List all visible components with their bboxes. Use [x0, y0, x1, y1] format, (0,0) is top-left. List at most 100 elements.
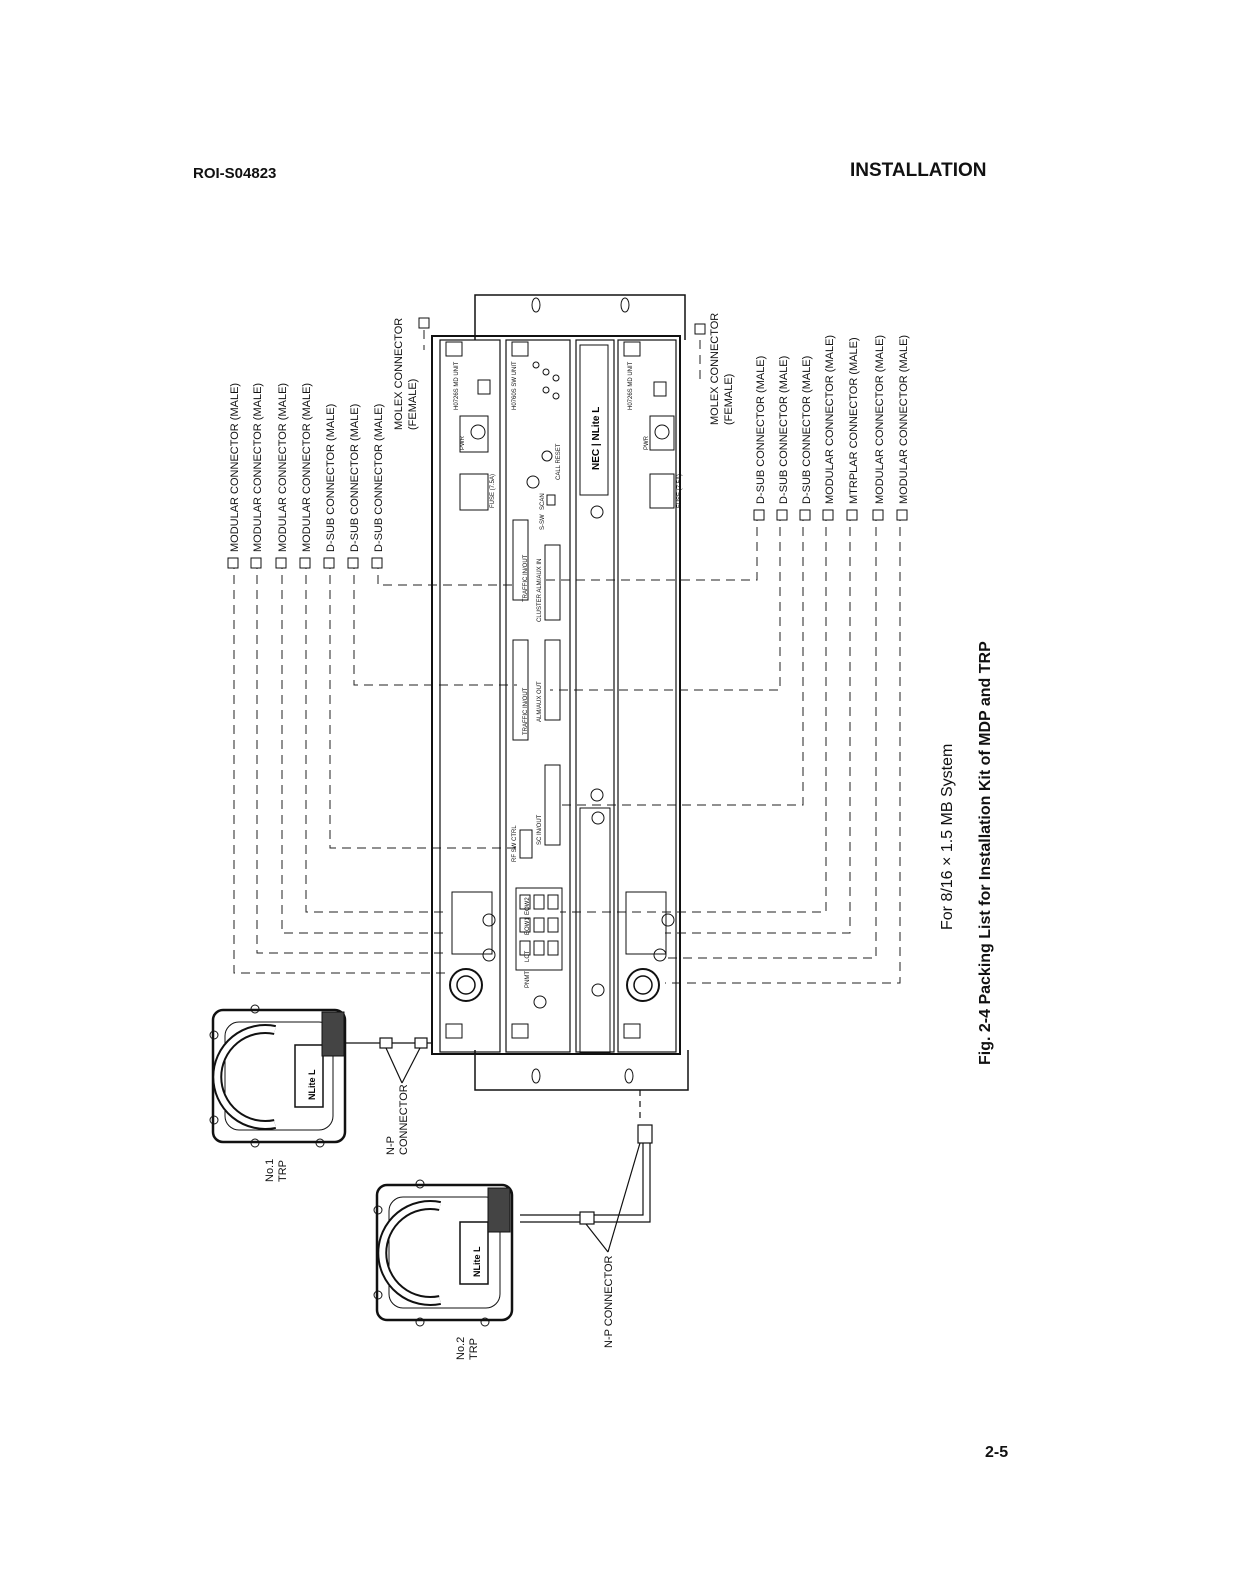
led-icon	[542, 386, 550, 394]
section-title: INSTALLATION	[850, 160, 987, 181]
trp-2-port-block	[487, 1187, 511, 1233]
dsub-connector-icon	[544, 544, 561, 621]
fuse-holder	[459, 415, 489, 453]
fuse-holder	[459, 473, 489, 511]
blank-panel	[575, 339, 615, 1053]
rj-jack-icon	[547, 917, 559, 933]
trp-1-handle-inner	[214, 1026, 276, 1128]
dsub-connector-icon	[512, 519, 529, 601]
connector-label: MODULAR CONNECTOR (MALE)	[824, 335, 836, 504]
bolt-icon	[250, 1138, 260, 1148]
connector-label: MODULAR CONNECTOR (MALE)	[229, 383, 241, 552]
connector-square-icon	[275, 557, 287, 569]
screw-icon	[591, 983, 605, 997]
leader-left-7	[377, 560, 517, 586]
left-connector-labels: MODULAR CONNECTOR (MALE) MODULAR CONNECT…	[227, 317, 430, 569]
md-unit-2-label: H0726S MD UNIT	[628, 361, 634, 410]
molex-left: MOLEX CONNECTOR (FEMALE)	[393, 318, 419, 430]
led-icon	[532, 361, 540, 369]
figure-caption: For 8/16 × 1.5 MB System Fig. 2-4 Packin…	[939, 641, 994, 1065]
chassis-labels: H0726S MD UNIT PWR FUSE (7.5A) H0760S SW…	[454, 361, 683, 988]
n-type-connector-icon	[626, 968, 660, 1002]
mount-hole	[531, 1068, 541, 1084]
trp-2-cover	[388, 1196, 501, 1309]
bolt-icon	[373, 1290, 383, 1300]
connector-square-icon	[822, 509, 834, 521]
connector-label: MODULAR CONNECTOR (MALE)	[252, 383, 264, 552]
modular-jack-block	[515, 887, 563, 971]
pwr-led-icon	[470, 424, 486, 440]
trp-1-label: No.1 TRP	[264, 1159, 289, 1182]
leader-right-6	[665, 512, 877, 959]
scan-label: SCAN	[540, 493, 546, 510]
chassis-top-flange	[474, 294, 686, 340]
left-connector-2: MODULAR CONNECTOR (MALE)	[250, 383, 264, 569]
bolt-icon	[315, 1138, 325, 1148]
pnmt-label: PNMT	[525, 971, 531, 988]
trp-1-label-line2: TRP	[277, 1160, 289, 1182]
connector-label: D-SUB CONNECTOR (MALE)	[755, 356, 767, 504]
caption-title: Fig. 2-4 Packing List for Installation K…	[977, 641, 994, 1065]
trp-2-label: No.2 TRP	[455, 1337, 480, 1360]
trp-2-unit	[373, 1179, 514, 1327]
warning-label	[625, 891, 667, 955]
md-unit-1-label: H0726S MD UNIT	[454, 361, 460, 410]
np-connector-1-line2: CONNECTOR	[398, 1084, 410, 1155]
chassis-body	[431, 335, 681, 1055]
eow1-label: EOW1	[525, 917, 531, 935]
alm-out-label: ALM/AUX OUT	[537, 681, 543, 722]
connector-square-icon	[799, 509, 811, 521]
mdp-chassis	[431, 294, 689, 1091]
dsub-connector-icon	[544, 764, 561, 846]
connector-label: MODULAR CONNECTOR (MALE)	[301, 383, 313, 552]
right-connector-4: MODULAR CONNECTOR (MALE)	[822, 335, 836, 521]
bolt-icon	[209, 1030, 219, 1040]
mount-hole	[531, 297, 541, 313]
np-connector-1b	[414, 1037, 428, 1049]
molex-left-square-icon	[418, 317, 430, 329]
leader-right-5	[665, 512, 851, 934]
connector-square-icon	[250, 557, 262, 569]
connector-square-icon	[227, 557, 239, 569]
connector-label: D-SUB CONNECTOR (MALE)	[325, 404, 337, 552]
call-reset-button-icon	[541, 450, 553, 462]
rj-jack-icon	[533, 917, 545, 933]
molex-left-line1: MOLEX CONNECTOR	[393, 318, 405, 430]
leader-right-4	[560, 512, 827, 913]
rj-jack-icon	[547, 940, 559, 956]
leader-left-1	[233, 560, 445, 974]
trp-2-handle-inner	[379, 1202, 441, 1304]
left-connector-5: D-SUB CONNECTOR (MALE)	[323, 404, 337, 569]
caption-subtitle: For 8/16 × 1.5 MB System	[939, 744, 956, 930]
right-connector-3: D-SUB CONNECTOR (MALE)	[799, 356, 813, 521]
right-connector-7: MODULAR CONNECTOR (MALE)	[896, 335, 910, 521]
n-type-connector-inner	[456, 975, 476, 995]
right-connector-5: MTRPLAR CONNECTOR (MALE)	[846, 337, 860, 521]
fuse-holder	[649, 415, 675, 451]
cables	[345, 1037, 653, 1253]
sw-unit-label: H0760S SW UNIT	[512, 361, 518, 410]
rj-jack-icon	[519, 894, 531, 910]
trp-2-label-line1: No.2	[455, 1337, 467, 1360]
trp2-cable	[520, 1130, 644, 1216]
connector-label: D-SUB CONNECTOR (MALE)	[373, 404, 385, 552]
right-connector-1: D-SUB CONNECTOR (MALE)	[753, 356, 767, 521]
connector-square-icon	[776, 509, 788, 521]
eow2-label: EOW2	[525, 897, 531, 915]
screw-icon	[591, 811, 605, 825]
led-icon	[542, 368, 550, 376]
rj-jack-icon	[533, 940, 545, 956]
left-connector-6: D-SUB CONNECTOR (MALE)	[347, 404, 361, 569]
connector-label: D-SUB CONNECTOR (MALE)	[778, 356, 790, 504]
traffic-inout2-label: TRAFFIC IN/OUT	[523, 687, 529, 735]
connector-square-icon	[371, 557, 383, 569]
trp-1-logo-plate	[294, 1044, 324, 1108]
mount-hole	[624, 1068, 634, 1084]
leader-right-3	[560, 512, 804, 806]
left-connector-4: MODULAR CONNECTOR (MALE)	[299, 383, 313, 569]
screw-icon	[653, 948, 667, 962]
pwr-switch-icon	[477, 379, 491, 395]
warning-label	[451, 891, 493, 955]
trp-1-unit	[209, 1004, 347, 1148]
